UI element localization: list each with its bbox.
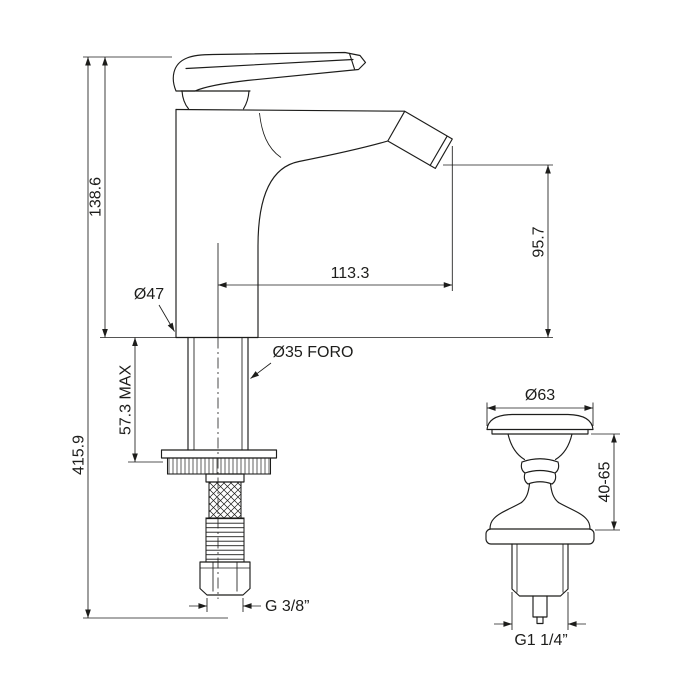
waste-stem-left (520, 483, 531, 504)
mounting-nut (166, 457, 272, 475)
faucet-body-spout-transition (259, 112, 282, 158)
dimensions: 138.6 415.9 57.3 MAX 95.7 113.3 Ø47 Ø35 … (71, 56, 620, 649)
faucet-aerator-face-line (429, 135, 448, 167)
waste-tailpiece (532, 595, 548, 618)
dim-label-total-height: 415.9 (71, 435, 88, 475)
hose-knurled-section (208, 481, 242, 519)
waste-disc2-left (523, 472, 529, 485)
waste-disc2-arc (524, 469, 556, 474)
waste-drawing (485, 413, 595, 625)
dim-label-mounting-range: 40-65 (597, 461, 614, 502)
waste-skirt-left (489, 501, 523, 530)
waste-neck-right (554, 433, 573, 461)
faucet-aerator-outline (387, 110, 453, 169)
hose-end-nut (199, 561, 251, 596)
hose-braided-section (205, 517, 245, 563)
waste-tailpiece-tip (536, 616, 544, 625)
faucet-drawing (100, 51, 553, 599)
dim-label-body-height: 138.6 (88, 177, 105, 217)
faucet-handle-outline (172, 51, 367, 92)
waste-cap-underside (491, 428, 589, 435)
waste-skirt-right (557, 501, 591, 530)
faucet-body-spout-underside (257, 140, 389, 339)
waste-disc1-left (520, 461, 526, 474)
waste-disc2-right (551, 472, 557, 485)
faucet-cap-left (181, 90, 190, 110)
waste-threaded-body (511, 543, 569, 597)
dim-label-supply-thread: G 3/8” (265, 598, 309, 615)
waste-cap-dome (486, 413, 594, 431)
dim-label-body-diameter: Ø47 (134, 286, 164, 303)
faucet-handle-tip-line (348, 52, 356, 70)
faucet-spout-top-edge (175, 108, 406, 112)
mounting-washer (160, 449, 278, 459)
leader-body-diameter (158, 304, 175, 332)
waste-flange (485, 528, 595, 545)
waste-disc1-right (554, 461, 560, 474)
leader-mounting-hole (250, 362, 272, 379)
faucet-handle-edge-line (185, 58, 354, 70)
dim-label-cap-diameter: Ø63 (525, 387, 555, 404)
waste-disc1-arc (521, 458, 559, 463)
dim-label-waste-thread: G1 1/4” (514, 632, 567, 649)
dim-label-spout-reach: 113.3 (331, 265, 370, 282)
dim-label-deck-max: 57.3 MAX (118, 365, 135, 436)
waste-neck-left (507, 433, 526, 461)
dim-label-spout-height: 95.7 (531, 226, 548, 257)
waste-disc3-arc (527, 481, 553, 485)
hose-connector (205, 473, 245, 483)
dim-label-mounting-hole: Ø35 FORO (273, 344, 354, 361)
waste-stem-right (549, 483, 560, 504)
faucet-cap-right (242, 90, 250, 110)
